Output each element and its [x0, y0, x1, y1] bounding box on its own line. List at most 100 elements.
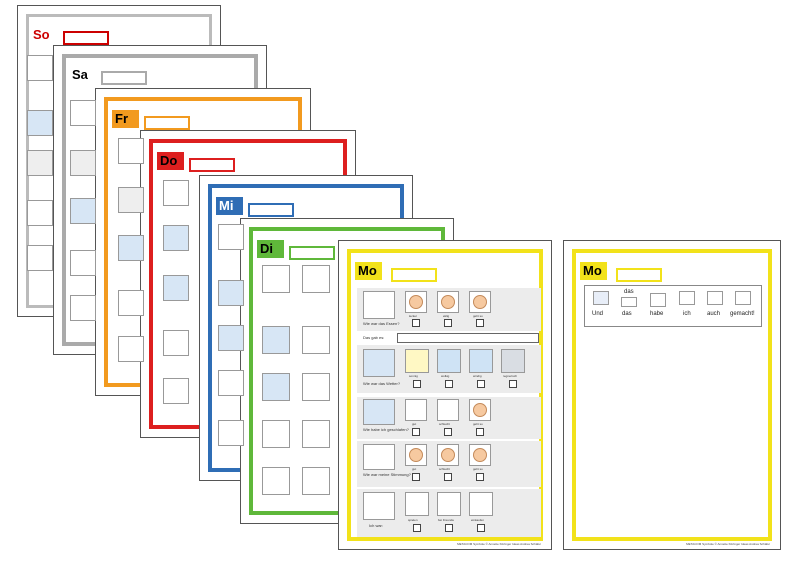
checkbox[interactable] — [476, 319, 484, 327]
option-bei-freunde[interactable] — [437, 492, 461, 516]
option-gut[interactable] — [405, 399, 427, 421]
symbol-face — [302, 420, 330, 448]
symbol-und — [593, 291, 609, 305]
question-day: Das gab es: — [363, 335, 385, 340]
symbol-question — [218, 370, 244, 396]
option-sonnig[interactable] — [405, 349, 429, 373]
option-label: lecker — [409, 314, 418, 318]
checkbox[interactable] — [477, 380, 485, 388]
question-opinion: Wie war meine Stimmung? — [363, 472, 411, 477]
name-box[interactable] — [144, 116, 190, 130]
checkbox[interactable] — [412, 319, 420, 327]
checkbox[interactable] — [444, 428, 452, 436]
checkbox[interactable] — [445, 380, 453, 388]
option-label: einkaufen — [471, 518, 485, 522]
option-windig[interactable] — [469, 349, 493, 373]
option-label: schlecht — [439, 422, 451, 426]
symbol-hourglass — [363, 492, 395, 520]
name-box[interactable] — [101, 71, 147, 85]
symbol-child — [163, 180, 189, 206]
symbol-thumb — [302, 373, 330, 401]
day-label: So — [33, 27, 50, 42]
option-einkaufen[interactable] — [469, 492, 493, 516]
symbol-hourglass — [70, 295, 96, 321]
option-label: sonnig — [409, 374, 418, 378]
option-label: regnerisch — [503, 374, 518, 378]
question-mood: Wie war das Essen? — [363, 321, 400, 326]
symbol-cloud — [27, 110, 53, 136]
question-weather: Wie war das Wetter? — [363, 381, 401, 386]
symbol-cloud — [118, 187, 144, 213]
symbol-question — [27, 200, 53, 226]
option-label: eklig — [443, 314, 450, 318]
symbol-hourglass — [218, 420, 244, 446]
symbol-play — [302, 467, 330, 495]
symbol-child — [70, 100, 96, 126]
option-label: geht so — [473, 314, 483, 318]
sheet-mo: Mo Wie war das Essen? lecker eklig geht … — [338, 240, 552, 550]
sentence-word: das — [622, 311, 632, 317]
question-time: Ich war: — [369, 523, 384, 528]
option-label: gut — [412, 467, 417, 471]
symbol-hourglass — [262, 467, 290, 495]
day-answer-field[interactable] — [397, 333, 539, 343]
day-label: Di — [257, 240, 284, 258]
option-label: bei Freunde — [438, 518, 455, 522]
option-regnerisch[interactable] — [501, 349, 525, 373]
face-neutral-icon — [473, 403, 487, 417]
checkbox[interactable] — [445, 524, 453, 532]
checkbox[interactable] — [412, 473, 420, 481]
sheet-mo-sentence: Mo das Und das habe ich auch gemacht! ME… — [563, 240, 781, 550]
checkbox[interactable] — [444, 473, 452, 481]
symbol-child — [218, 224, 244, 250]
option-wolkig[interactable] — [437, 349, 461, 373]
checkbox[interactable] — [477, 524, 485, 532]
symbol-hourglass — [27, 245, 53, 271]
option-label: geht so — [473, 422, 483, 426]
checkbox[interactable] — [476, 473, 484, 481]
day-label: Fr — [112, 110, 139, 128]
symbol-gemacht — [735, 291, 751, 305]
name-box[interactable] — [248, 203, 294, 217]
symbol-sky — [218, 325, 244, 351]
footer-credit: METACOM Symbole © Annette Kitzinger Idea… — [686, 542, 770, 546]
symbol-child — [27, 55, 53, 81]
name-box[interactable] — [189, 158, 235, 172]
day-label: Mo — [580, 262, 607, 280]
symbol-question — [70, 250, 96, 276]
top-word: das — [624, 289, 634, 295]
symbol-child-eating — [363, 291, 395, 319]
checkbox[interactable] — [509, 380, 517, 388]
sentence-word: ich — [683, 311, 691, 317]
option-schlecht[interactable] — [437, 399, 459, 421]
option-label: wolkig — [441, 374, 450, 378]
symbol-cloud — [27, 150, 53, 176]
face-disgust-icon — [441, 295, 455, 309]
face-neutral-icon — [473, 448, 487, 462]
option-label: spielen — [408, 518, 418, 522]
symbol-habe — [650, 293, 666, 307]
name-box[interactable] — [63, 31, 109, 45]
option-spielen[interactable] — [405, 492, 429, 516]
checkbox[interactable] — [413, 380, 421, 388]
symbol-face — [302, 265, 330, 293]
sentence-word: auch — [707, 311, 721, 317]
checkbox[interactable] — [412, 428, 420, 436]
symbol-cloud — [70, 150, 96, 176]
option-label: windig — [473, 374, 482, 378]
sheet-frame — [572, 249, 772, 541]
name-box[interactable] — [289, 246, 335, 260]
checkbox[interactable] — [413, 524, 421, 532]
option-label: gut — [412, 422, 417, 426]
name-box[interactable] — [391, 268, 437, 282]
checkbox[interactable] — [444, 319, 452, 327]
symbol-cloud-sun — [262, 326, 290, 354]
name-box[interactable] — [616, 268, 662, 282]
checkbox[interactable] — [476, 428, 484, 436]
symbol-hands-question — [363, 444, 395, 470]
face-happy-icon — [409, 295, 423, 309]
sentence-word: Und — [592, 311, 604, 317]
day-label: Sa — [72, 67, 88, 82]
symbol-cloud — [163, 225, 189, 251]
